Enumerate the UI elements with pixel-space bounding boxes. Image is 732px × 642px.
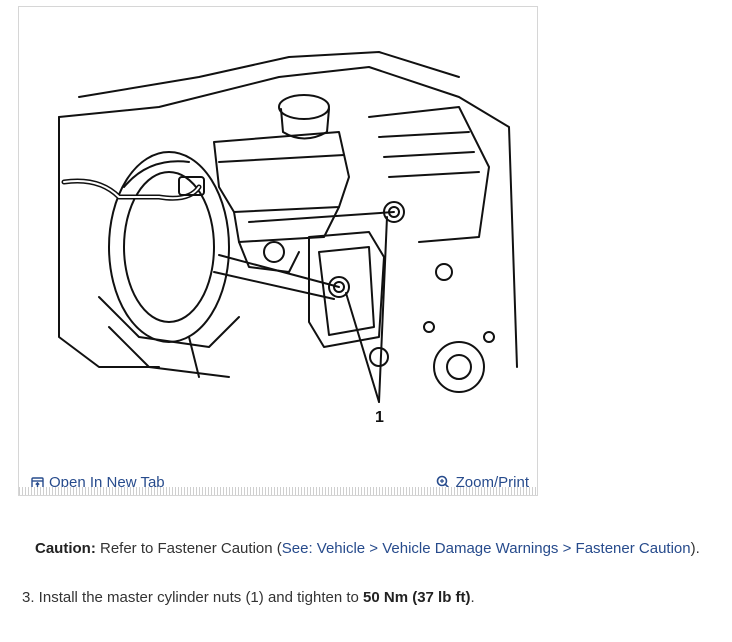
- zoom-print-link[interactable]: Zoom/Print: [436, 474, 529, 491]
- caution-text: Refer to Fastener Caution (: [95, 540, 282, 557]
- caution-label: Caution:: [35, 540, 96, 557]
- torque-spec: 50 Nm (37 lb ft): [363, 589, 471, 606]
- magnifier-icon: [436, 475, 450, 489]
- zoom-print-label: Zoom/Print: [455, 473, 529, 491]
- step-number: 3.: [22, 589, 35, 606]
- step-3: 3. Install the master cylinder nuts (1) …: [22, 589, 475, 606]
- step-text: Install the master cylinder nuts (1) and…: [34, 589, 364, 606]
- fastener-caution-link[interactable]: See: Vehicle > Vehicle Damage Warnings >…: [281, 540, 691, 557]
- caution-text-end: ).: [690, 540, 700, 557]
- callout-label: 1: [375, 409, 384, 426]
- open-new-tab-link[interactable]: Open In New Tab: [31, 474, 165, 491]
- figure-frame: 1 Open In New Tab Zoom/Print: [18, 6, 538, 496]
- step-text-end: .: [470, 589, 475, 606]
- caution-note: Caution: Refer to Fastener Caution (See:…: [35, 540, 700, 557]
- figure-toolbar: Open In New Tab Zoom/Print: [19, 469, 537, 495]
- open-new-tab-icon: [31, 476, 44, 489]
- open-new-tab-label: Open In New Tab: [49, 473, 165, 491]
- master-cylinder-illustration: 1: [39, 37, 519, 467]
